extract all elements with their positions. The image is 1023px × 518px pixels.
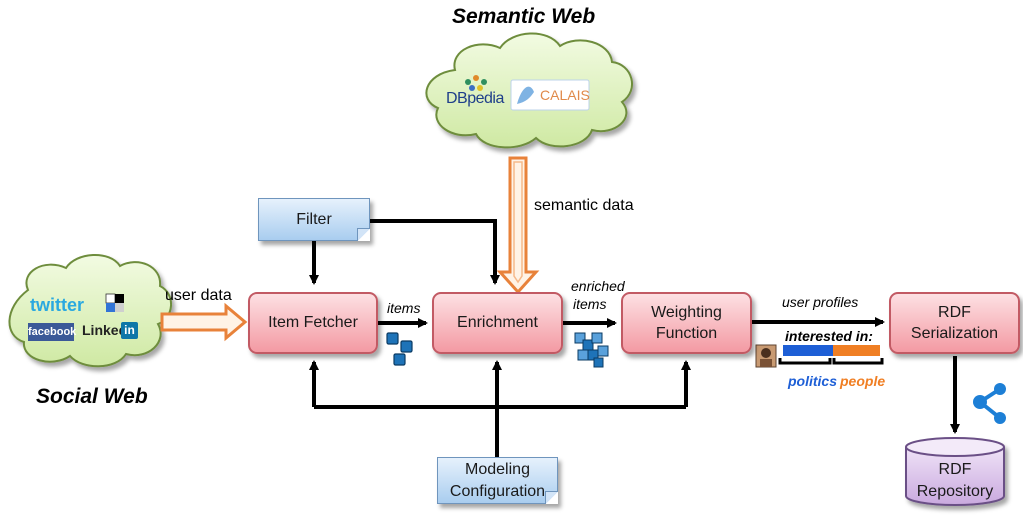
delicious-logo-icon: [105, 293, 124, 312]
dbpedia-logo-icon: [465, 75, 487, 91]
rdf-repository-label-group: RDF Repository: [906, 458, 1004, 504]
twitter-logo: twitter: [30, 295, 84, 315]
user-data-flow-arrow: [160, 302, 248, 342]
rdf-serialization-label-line2: Serialization: [910, 325, 999, 342]
enrichment-box: Enrichment: [432, 292, 563, 354]
topic-people: people: [840, 373, 886, 389]
user-profiles-label: user profiles: [782, 294, 859, 310]
rdf-serialization-label-line1: RDF: [938, 304, 971, 321]
semantic-data-flow-arrow: [496, 156, 540, 295]
linked-data-icon: [973, 383, 1006, 424]
calais-logo: CALAIS: [540, 87, 590, 103]
weighting-label-line2: Function: [655, 325, 718, 342]
weighting-function-box: Weighting Function: [621, 292, 752, 354]
modeling-label-line1: Modeling: [465, 460, 530, 478]
rdf-repository-cylinder: [905, 437, 1005, 506]
social-web-title: Social Web: [36, 385, 148, 408]
items-cubes-icon: [386, 332, 413, 366]
semantic-data-label: semantic data: [534, 197, 634, 214]
interested-in-heading: interested in:: [785, 328, 873, 344]
enriched-items-label-line1: enriched: [571, 278, 625, 294]
facebook-logo: facebook: [28, 323, 76, 341]
filter-label: Filter: [296, 210, 332, 228]
enriched-items-cubes-icon: [574, 332, 609, 368]
enrichment-label: Enrichment: [457, 314, 538, 331]
filter-box: Filter: [258, 198, 370, 241]
interest-bars: [778, 345, 884, 365]
items-label: items: [387, 300, 421, 316]
edge-filter-to-enrichment: [370, 219, 500, 285]
people-bar: [833, 345, 880, 356]
dbpedia-logo: DBpedia: [446, 90, 504, 107]
item-fetcher-box: Item Fetcher: [248, 292, 378, 354]
weighting-label-line1: Weighting: [651, 304, 722, 321]
user-avatar: [755, 344, 777, 368]
user-data-label: user data: [165, 287, 232, 304]
connector-lines: [309, 219, 960, 457]
item-fetcher-label: Item Fetcher: [268, 314, 358, 331]
rdf-repository-label-line1: RDF: [938, 461, 972, 478]
modeling-label-line2: Configuration: [449, 482, 546, 500]
rdf-serialization-box: RDF Serialization: [889, 292, 1020, 354]
linkedin-logo-badge: in: [121, 322, 138, 339]
politics-bar: [783, 345, 833, 356]
topic-politics: politics: [788, 373, 838, 389]
calais-logo-icon: [510, 79, 590, 111]
linkedin-logo-text: Linked: [82, 322, 128, 338]
semantic-web-title: Semantic Web: [452, 5, 596, 28]
rdf-repository-label-line2: Repository: [916, 483, 994, 500]
modeling-configuration-box: Modeling Configuration: [437, 457, 558, 504]
enriched-items-label-line2: items: [573, 296, 607, 312]
